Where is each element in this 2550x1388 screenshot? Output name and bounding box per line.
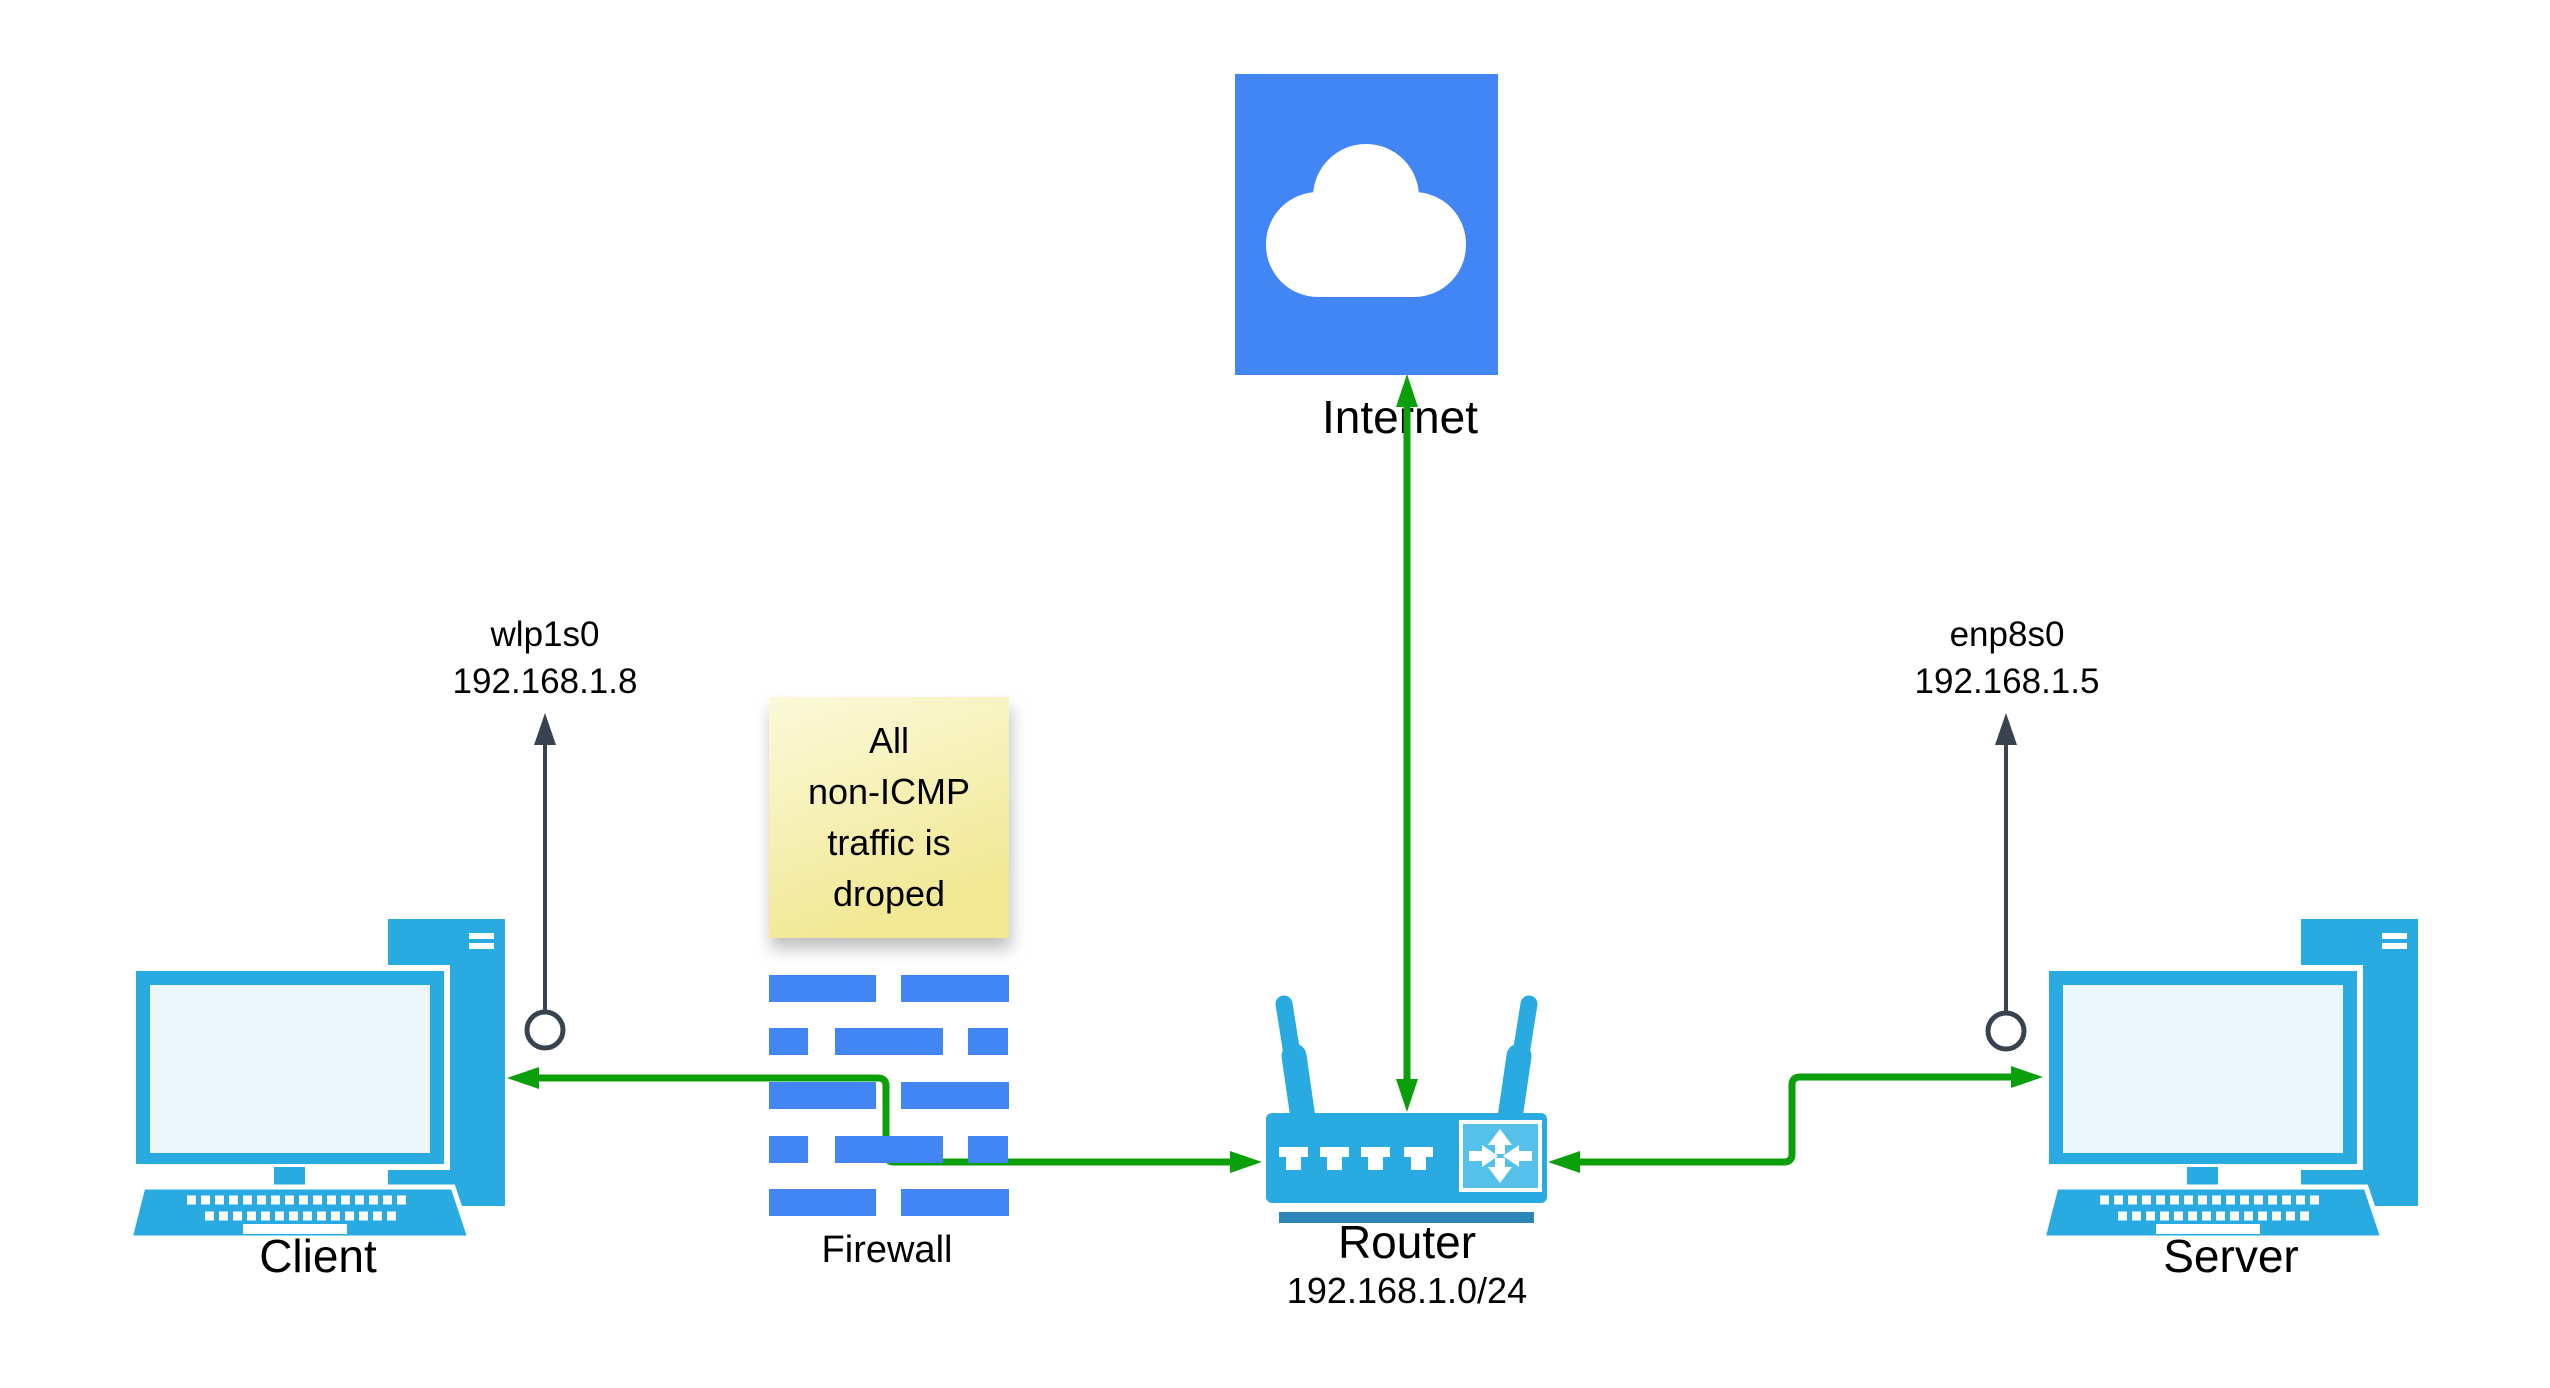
firewall-brick [968,1136,1008,1163]
router-port [1327,1157,1342,1170]
firewall-brick [769,1136,808,1163]
computer-icon [2039,919,2418,1241]
monitor-stand [2187,1167,2218,1188]
firewall-brick [769,1189,876,1216]
router-port [1368,1157,1383,1170]
monitor-stand [274,1167,305,1188]
keyboard-spacebar [243,1224,347,1234]
router-node: Router 192.168.1.0/24 [1266,995,1547,1311]
routing-icon [1459,1120,1542,1192]
router-subnet-label: 192.168.1.0/24 [1287,1270,1527,1311]
computer-screen [150,985,430,1153]
router-ports [1279,1147,1433,1170]
server-ip-label: 192.168.1.5 [1915,662,2100,701]
routing-arrow-up [1488,1129,1512,1145]
arrowhead-right-icon [1230,1151,1262,1173]
arrowhead-left-icon [1548,1151,1580,1173]
routing-arrow-up-shaft [1495,1145,1505,1154]
sticky-note: All non-ICMP traffic is droped [769,697,1009,938]
firewall-icon [769,975,1009,1216]
router-antenna-left-tip [1275,995,1301,1063]
internet-node: Internet [1235,74,1498,443]
firewall-brick [835,1136,943,1163]
firewall-brick [769,1028,808,1055]
router-port [1361,1147,1390,1157]
routing-arrow-left-in [1482,1145,1498,1167]
interface-arrowhead-icon [1995,713,2017,745]
firewall-brick [901,1082,1009,1109]
client-node: Client [126,919,505,1282]
router-antenna-left [1281,1043,1316,1131]
client-interface-marker: wlp1s0 192.168.1.8 [453,615,638,1051]
routing-arrow-right-shaft [1519,1151,1532,1161]
cloud-icon-body [1266,192,1466,297]
server-node: Server [2039,919,2418,1282]
tower-vent [469,943,494,949]
routing-arrow-right-in [1503,1145,1519,1167]
tower-vent [2382,943,2407,949]
interface-circle-icon [524,1009,566,1051]
arrowhead-right-icon [2011,1066,2043,1088]
link-router-server [1548,1066,2043,1173]
router-label: Router [1338,1216,1476,1268]
router-port [1320,1147,1349,1157]
routing-arrow-down [1488,1167,1512,1183]
tower-vent [2382,933,2407,939]
sticky-note-paper [769,697,1009,938]
routing-arrow-left-shaft [1469,1151,1482,1161]
arrowhead-down-icon [1396,1079,1418,1112]
firewall-brick [769,975,876,1002]
server-label: Server [2163,1230,2298,1282]
note-line: traffic is [827,822,950,863]
link-line [1578,1073,2013,1166]
firewall-brick [901,1189,1009,1216]
note-line: droped [833,873,945,914]
interface-circle-icon [1985,1010,2027,1052]
interface-arrowhead-icon [534,713,556,745]
router-antenna-right-tip [1512,995,1538,1063]
computer-screen [2063,985,2343,1153]
router-port [1279,1147,1308,1157]
router-port [1286,1157,1301,1170]
cloud-icon [1266,144,1466,297]
server-interface-marker: enp8s0 192.168.1.5 [1915,615,2100,1052]
firewall-label: Firewall [822,1229,953,1271]
arrowhead-up-icon [1396,374,1418,407]
firewall-brick [769,1082,876,1109]
client-ip-label: 192.168.1.8 [453,662,638,701]
router-base-bar [1279,1212,1534,1223]
firewall-brick [835,1028,943,1055]
client-interface-label: wlp1s0 [490,615,600,654]
server-interface-label: enp8s0 [1950,615,2065,654]
arrowhead-left-icon [507,1067,539,1089]
routing-arrow-down-shaft [1495,1158,1505,1167]
router-port [1411,1157,1426,1170]
router-port [1404,1147,1433,1157]
note-line: All [869,720,909,761]
link-internet-router [1396,374,1418,1112]
firewall-brick [968,1028,1008,1055]
firewall-brick [901,975,1009,1002]
computer-icon [126,919,505,1241]
router-antenna-right [1497,1043,1532,1131]
note-line: non-ICMP [808,771,970,812]
keyboard-spacebar [2156,1224,2260,1234]
client-label: Client [259,1230,377,1282]
tower-vent [469,933,494,939]
firewall-node: Firewall [769,975,1009,1271]
